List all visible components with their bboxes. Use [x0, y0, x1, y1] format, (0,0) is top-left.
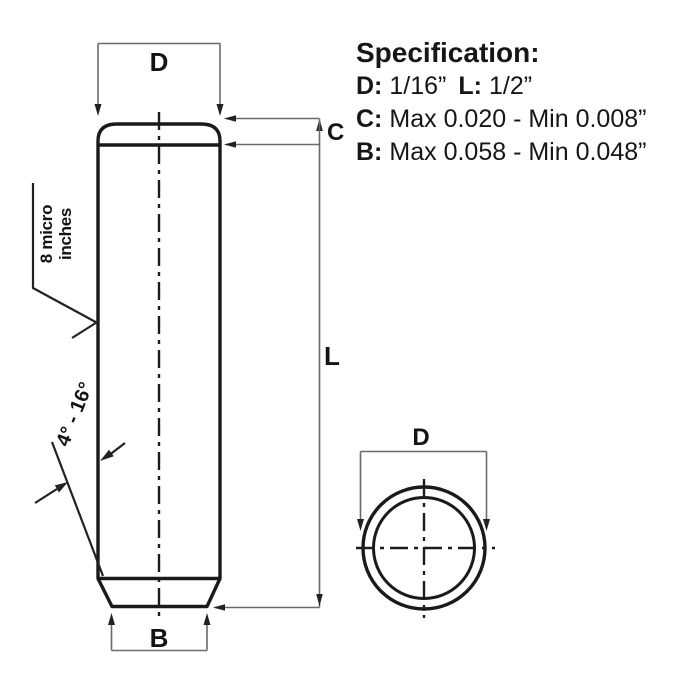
- spec-l-label: L:: [458, 72, 482, 100]
- spec-b-label: B:: [356, 138, 383, 166]
- surface-finish-symbol-icon: [31, 183, 98, 339]
- pin-bottom-taper: [96, 577, 222, 609]
- label-c: C: [327, 119, 344, 146]
- surface-finish-note-line1: 8 micro: [37, 205, 56, 263]
- arrow-down-icon: [94, 104, 102, 116]
- dimension-b: B: [108, 613, 211, 653]
- spec-d-label: D:: [356, 72, 383, 100]
- arrow-left-icon: [224, 141, 236, 148]
- surface-finish-note-line2: inches: [56, 208, 75, 260]
- pin-side-view: [96, 112, 222, 620]
- dimension-c: C: [224, 115, 344, 148]
- arrow-up-right-icon: [54, 482, 68, 493]
- arrow-left-icon: [224, 115, 236, 122]
- dimension-d-top: D: [94, 42, 224, 116]
- specification-panel: Specification: D:1/16” L:1/2” C:Max 0.020…: [356, 36, 646, 169]
- arrow-down-icon: [316, 594, 323, 606]
- taper-angle-annotation: 4° - 16°: [34, 379, 126, 577]
- spec-c-label: C:: [356, 105, 383, 133]
- spec-title: Specification:: [356, 37, 540, 68]
- label-b: B: [150, 623, 169, 653]
- spec-line-c: C:Max 0.020 - Min 0.008”: [356, 103, 646, 136]
- taper-angle-line: [50, 441, 105, 577]
- spec-b-value: Max 0.058 - Min 0.048”: [389, 138, 647, 166]
- arrow-down-icon: [216, 104, 224, 116]
- label-d-end-view: D: [412, 424, 429, 451]
- taper-angle-label: 4° - 16°: [52, 379, 98, 449]
- arrow-down-left-icon: [100, 449, 114, 461]
- label-l: L: [324, 341, 340, 371]
- arrow-down-icon: [483, 519, 490, 531]
- arrow-up-icon: [203, 613, 211, 625]
- arrow-down-icon: [357, 519, 364, 531]
- surface-finish-annotation: 8 micro inches: [31, 183, 98, 339]
- arrow-left-icon: [213, 604, 225, 611]
- spec-c-value: Max 0.020 - Min 0.008”: [389, 105, 647, 133]
- spec-line-d-l: D:1/16” L:1/2”: [356, 70, 646, 103]
- pin-end-view: D: [356, 424, 495, 618]
- label-d-top: D: [150, 47, 169, 77]
- spec-d-value: 1/16”: [389, 72, 447, 100]
- arrow-up-icon: [108, 613, 115, 625]
- dimension-l: L: [213, 118, 340, 611]
- taper-arrow-tail: [34, 488, 58, 504]
- spec-line-b: B:Max 0.058 - Min 0.048”: [356, 136, 646, 169]
- spec-l-value: 1/2”: [488, 72, 533, 100]
